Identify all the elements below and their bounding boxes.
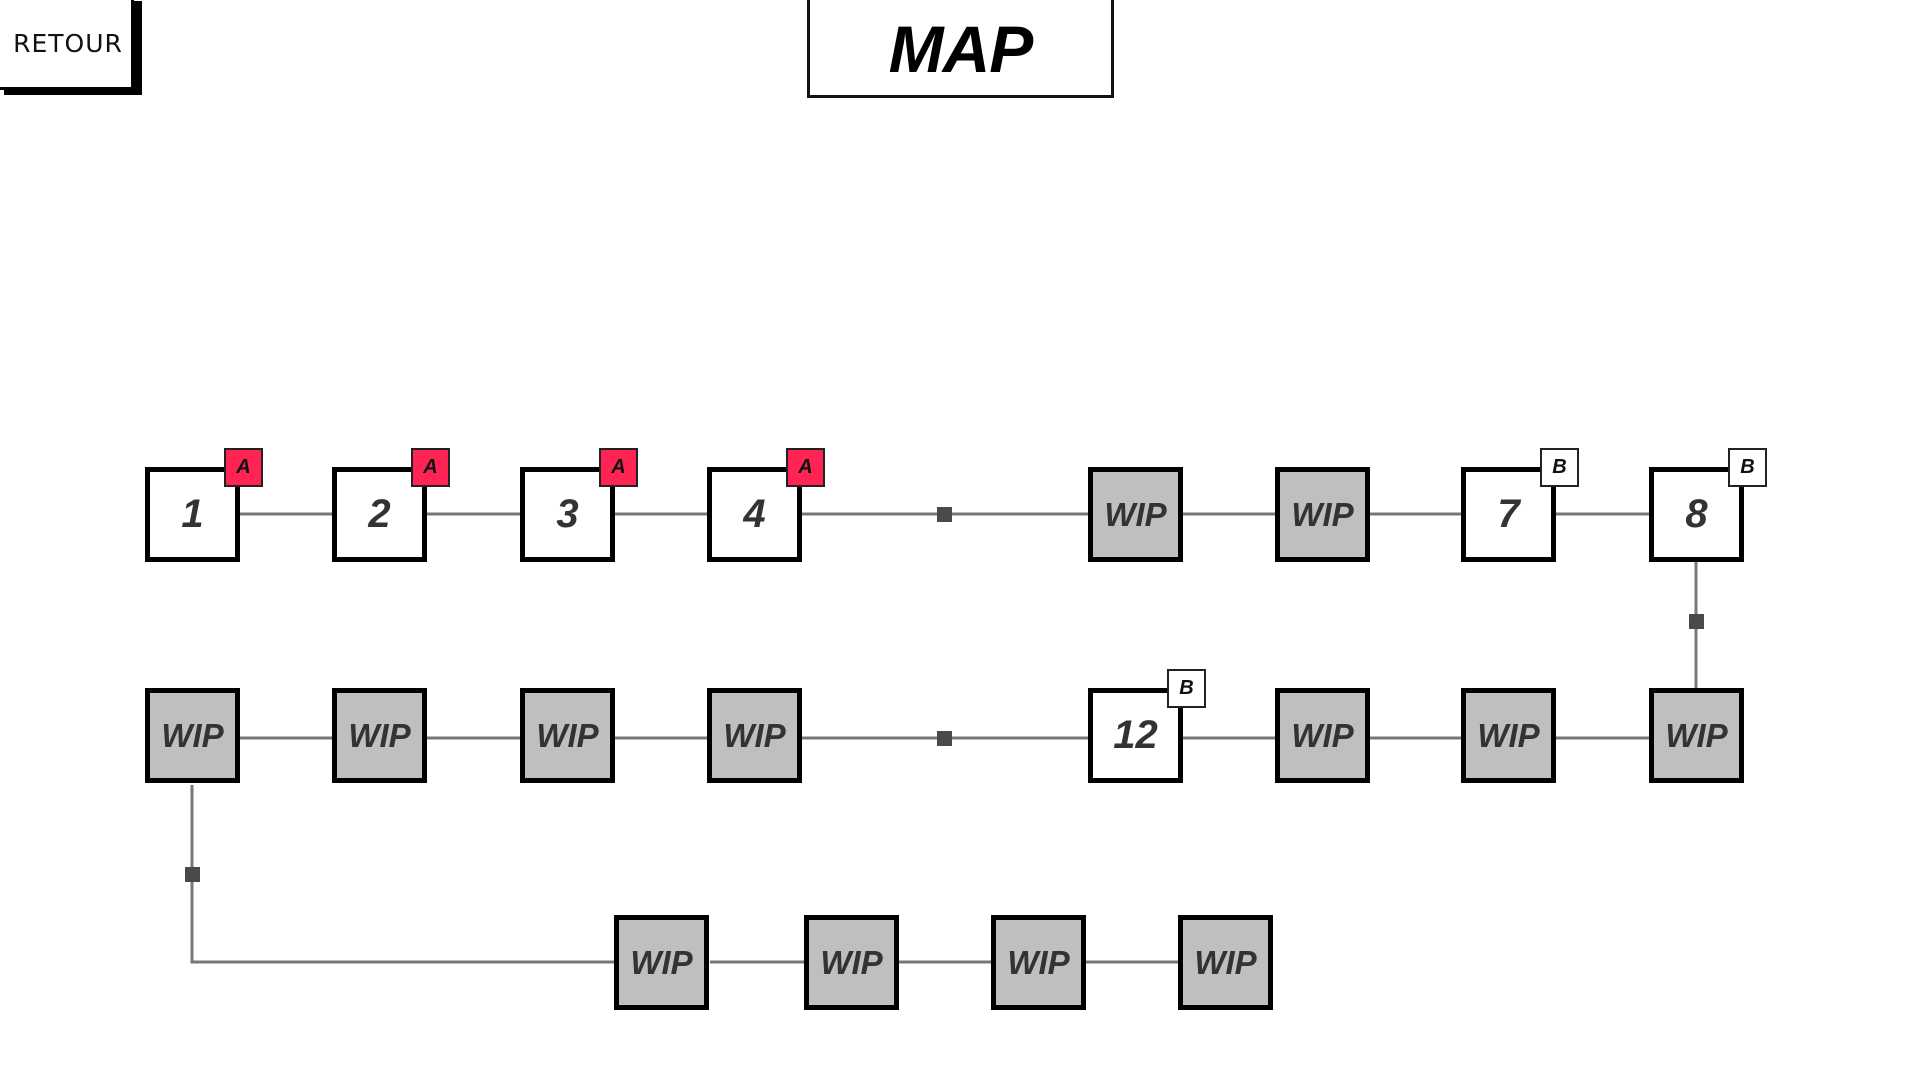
- level-label: WIP: [1007, 943, 1070, 981]
- level-node-wip[interactable]: WIP: [804, 915, 899, 1010]
- level-label: WIP: [1291, 716, 1354, 754]
- level-node-wip[interactable]: WIP: [332, 688, 427, 783]
- connector-dot: [937, 507, 952, 522]
- connector-dot: [937, 731, 952, 746]
- connector-dot: [1689, 614, 1704, 629]
- level-label: 2: [368, 492, 391, 536]
- level-label: WIP: [161, 716, 224, 754]
- back-button[interactable]: RETOUR: [0, 0, 134, 90]
- badge-a: A: [411, 448, 450, 487]
- level-node-wip[interactable]: WIP: [1649, 688, 1744, 783]
- badge-a: A: [599, 448, 638, 487]
- level-node-wip[interactable]: WIP: [1461, 688, 1556, 783]
- level-label: 12: [1113, 713, 1158, 757]
- level-label: 1: [181, 492, 204, 536]
- level-label: 4: [743, 492, 766, 536]
- level-label: WIP: [630, 943, 693, 981]
- level-label: WIP: [820, 943, 883, 981]
- badge-b: B: [1728, 448, 1767, 487]
- level-node-wip[interactable]: WIP: [1088, 467, 1183, 562]
- level-node-wip[interactable]: WIP: [1275, 688, 1370, 783]
- level-label: WIP: [1665, 716, 1728, 754]
- level-label: WIP: [723, 716, 786, 754]
- badge-a: A: [224, 448, 263, 487]
- level-node-wip[interactable]: WIP: [1275, 467, 1370, 562]
- badge-b: B: [1540, 448, 1579, 487]
- level-node-wip[interactable]: WIP: [991, 915, 1086, 1010]
- connector-dot: [185, 867, 200, 882]
- connector-left-elbow: [190, 785, 614, 964]
- level-node-wip[interactable]: WIP: [614, 915, 709, 1010]
- badge-a: A: [786, 448, 825, 487]
- level-label: 3: [556, 492, 579, 536]
- level-label: WIP: [1104, 495, 1167, 533]
- level-node-wip[interactable]: WIP: [707, 688, 802, 783]
- level-label: WIP: [1477, 716, 1540, 754]
- level-label: 7: [1497, 492, 1520, 536]
- badge-b: B: [1167, 669, 1206, 708]
- level-label: WIP: [536, 716, 599, 754]
- level-node-wip[interactable]: WIP: [520, 688, 615, 783]
- page-title-box: MAP: [807, 0, 1114, 98]
- level-node-wip[interactable]: WIP: [145, 688, 240, 783]
- level-node-wip[interactable]: WIP: [1178, 915, 1273, 1010]
- level-label: WIP: [1291, 495, 1354, 533]
- level-label: WIP: [1194, 943, 1257, 981]
- level-label: WIP: [348, 716, 411, 754]
- page-title: MAP: [888, 12, 1034, 86]
- level-label: 8: [1685, 492, 1708, 536]
